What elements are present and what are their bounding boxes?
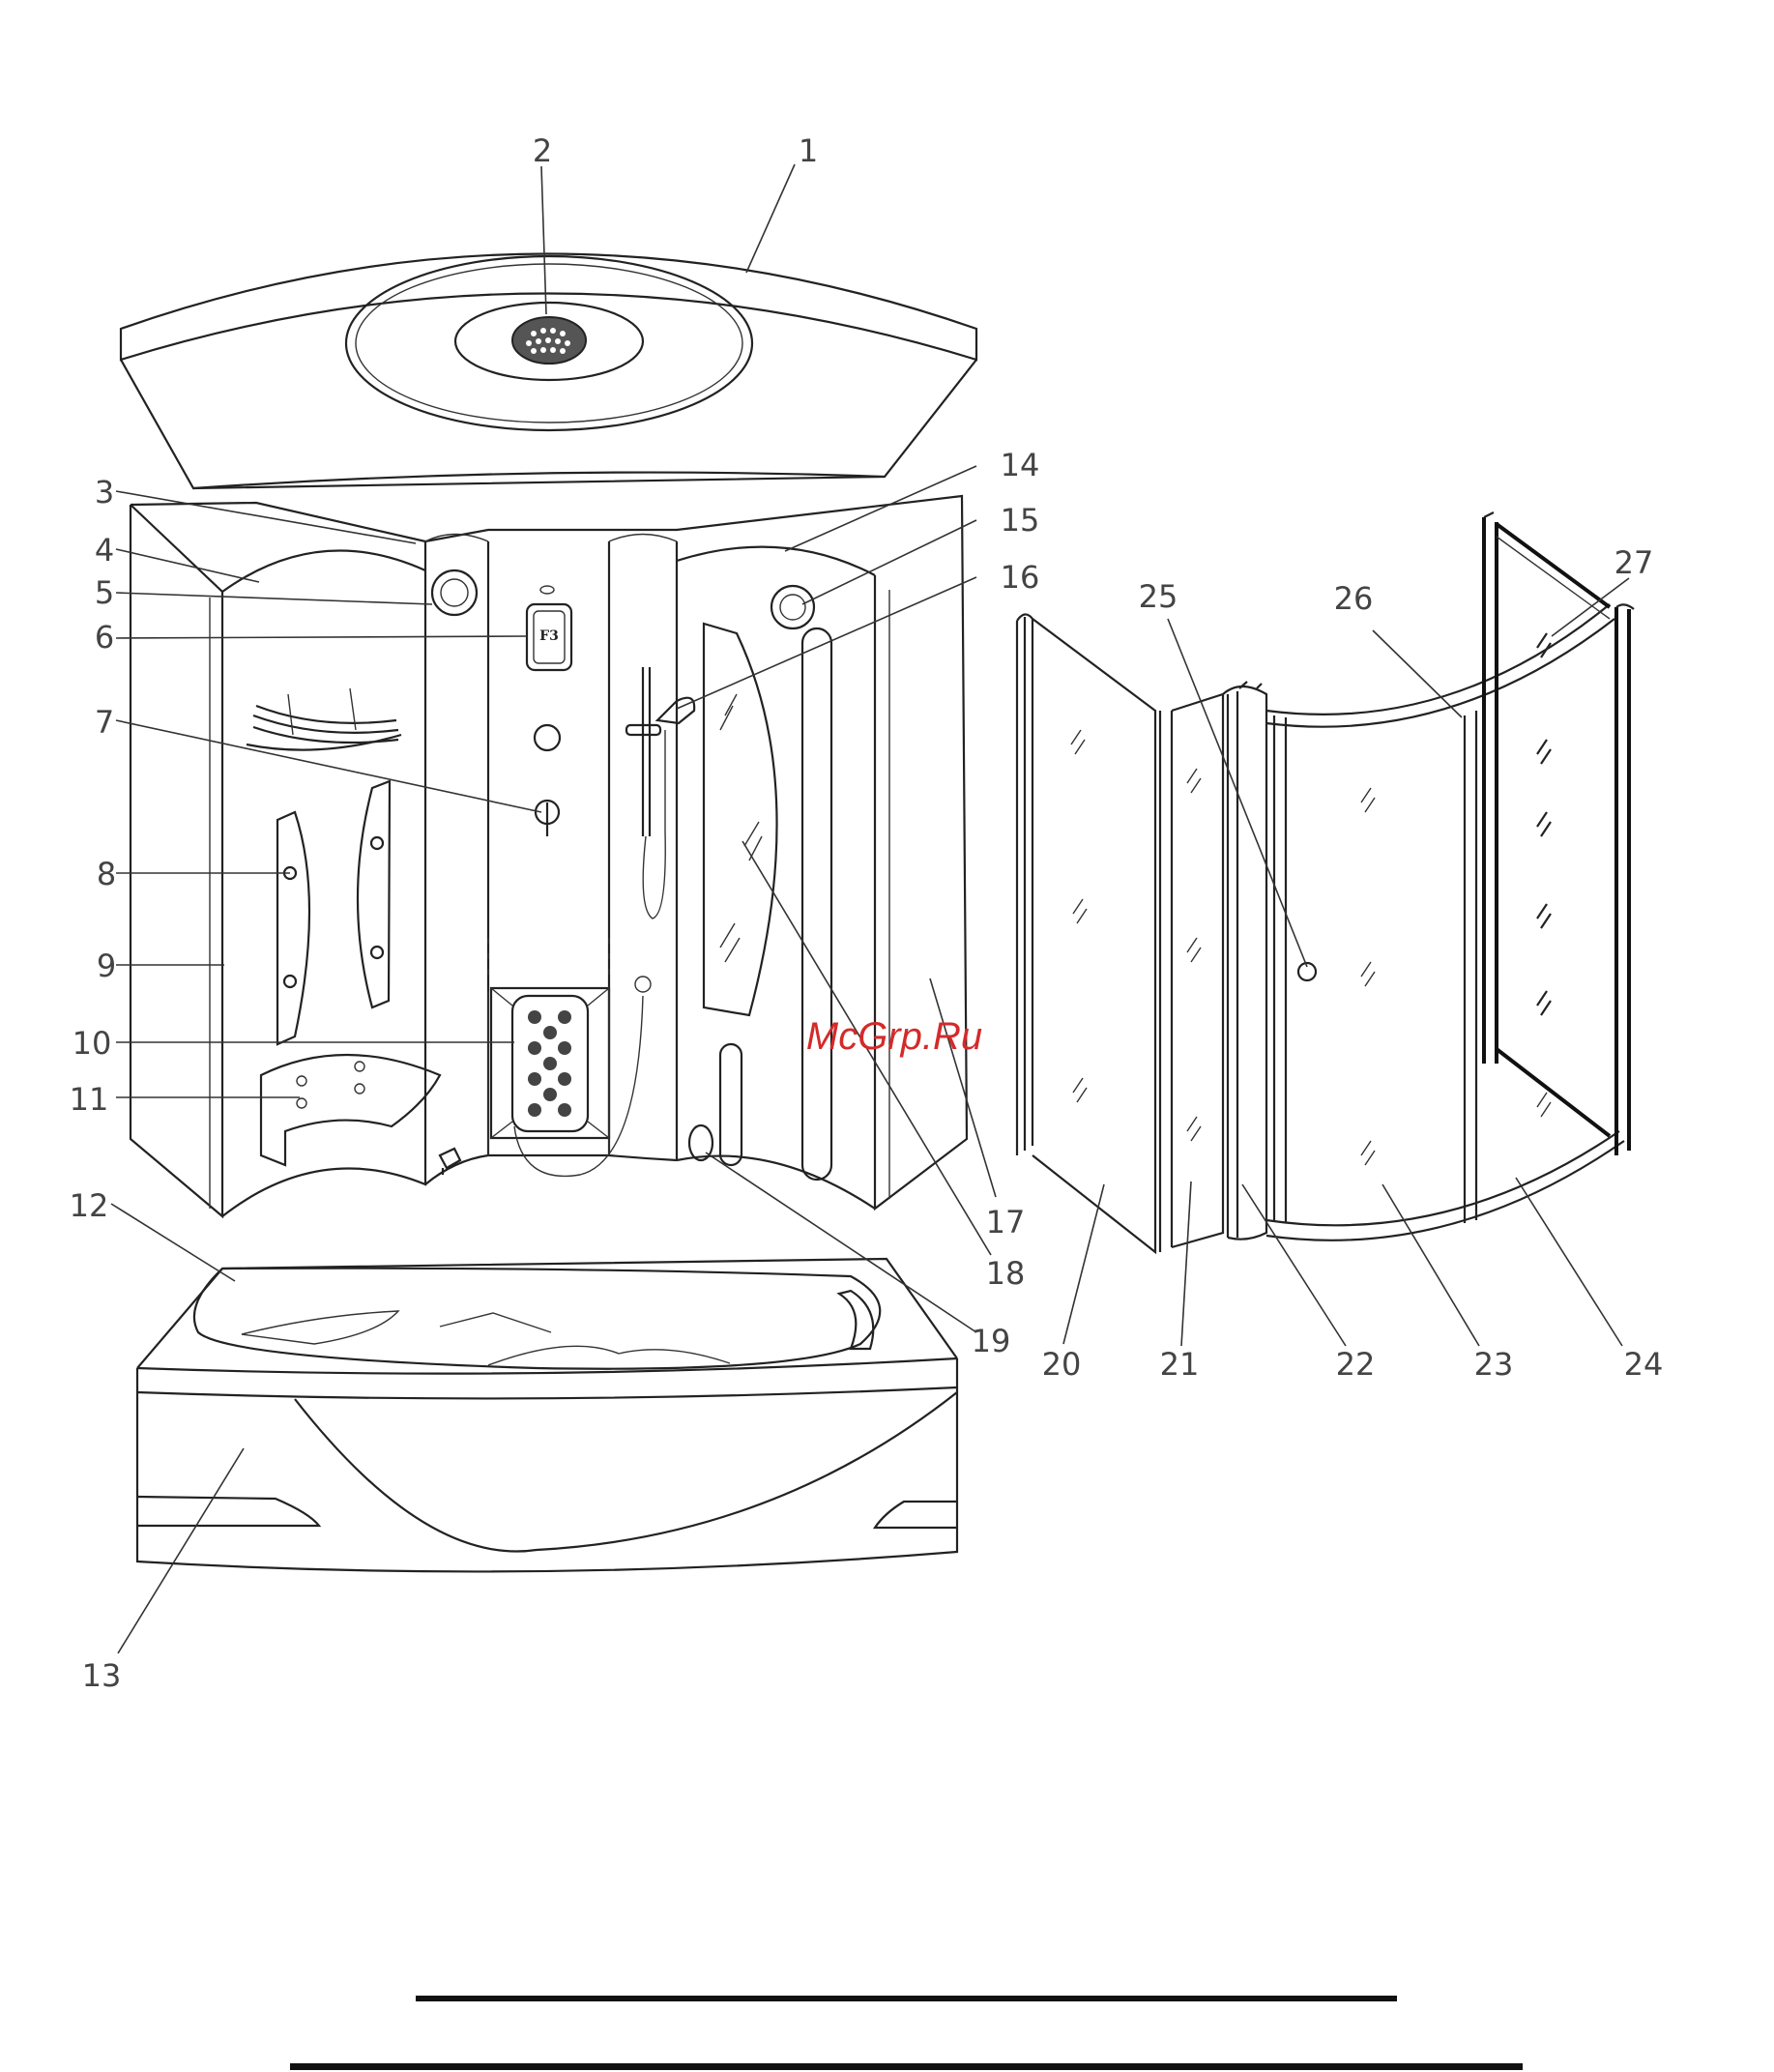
- left-speaker: [432, 570, 477, 615]
- callout-20: 20: [1042, 1346, 1082, 1383]
- mirror: [704, 624, 777, 1015]
- callout-5: 5: [95, 574, 114, 611]
- callout-25: 25: [1139, 578, 1178, 615]
- callout-8: 8: [97, 856, 116, 892]
- callout-23: 23: [1474, 1346, 1514, 1383]
- callout-3: 3: [95, 474, 114, 511]
- callout-10: 10: [73, 1025, 112, 1062]
- back-wall-assembly: F3: [131, 496, 967, 1216]
- callout-13: 13: [82, 1657, 122, 1694]
- hand-shower-hose: [643, 730, 665, 919]
- right-massage-bar: [358, 781, 390, 1007]
- callout-12: 12: [70, 1187, 109, 1224]
- callout-14: 14: [1001, 447, 1040, 483]
- callout-4: 4: [95, 532, 114, 569]
- callout-19: 19: [972, 1323, 1011, 1359]
- back-jets: [528, 1010, 571, 1117]
- glass-door-assembly: [1017, 512, 1634, 1252]
- callout-9: 9: [97, 948, 116, 984]
- roof-assembly: [121, 254, 976, 489]
- callout-15: 15: [1001, 502, 1040, 539]
- callout-2: 2: [533, 132, 552, 169]
- footer-rule-lower: [290, 2063, 1523, 2070]
- callout-22: 22: [1336, 1346, 1376, 1383]
- callout-11: 11: [70, 1081, 109, 1118]
- callout-24: 24: [1624, 1346, 1664, 1383]
- leader-lines: [111, 164, 1629, 1653]
- right-speaker: [771, 586, 814, 628]
- footer-rule-upper: [416, 1996, 1397, 2001]
- callout-7: 7: [95, 704, 114, 741]
- callout-21: 21: [1160, 1346, 1200, 1383]
- watermark-text: McGrp.Ru: [806, 1015, 982, 1058]
- callout-18: 18: [986, 1255, 1026, 1292]
- callout-27: 27: [1614, 544, 1654, 581]
- bathtub: [137, 1259, 957, 1571]
- callout-1: 1: [799, 132, 818, 169]
- panel-button-text: F3: [539, 628, 559, 644]
- callout-26: 26: [1334, 580, 1374, 617]
- seat: [261, 1055, 440, 1165]
- left-massage-bar: [277, 812, 309, 1044]
- callout-6: 6: [95, 619, 114, 656]
- callout-17: 17: [986, 1204, 1026, 1240]
- bottom-valve: [440, 1149, 460, 1175]
- callout-16: 16: [1001, 559, 1040, 596]
